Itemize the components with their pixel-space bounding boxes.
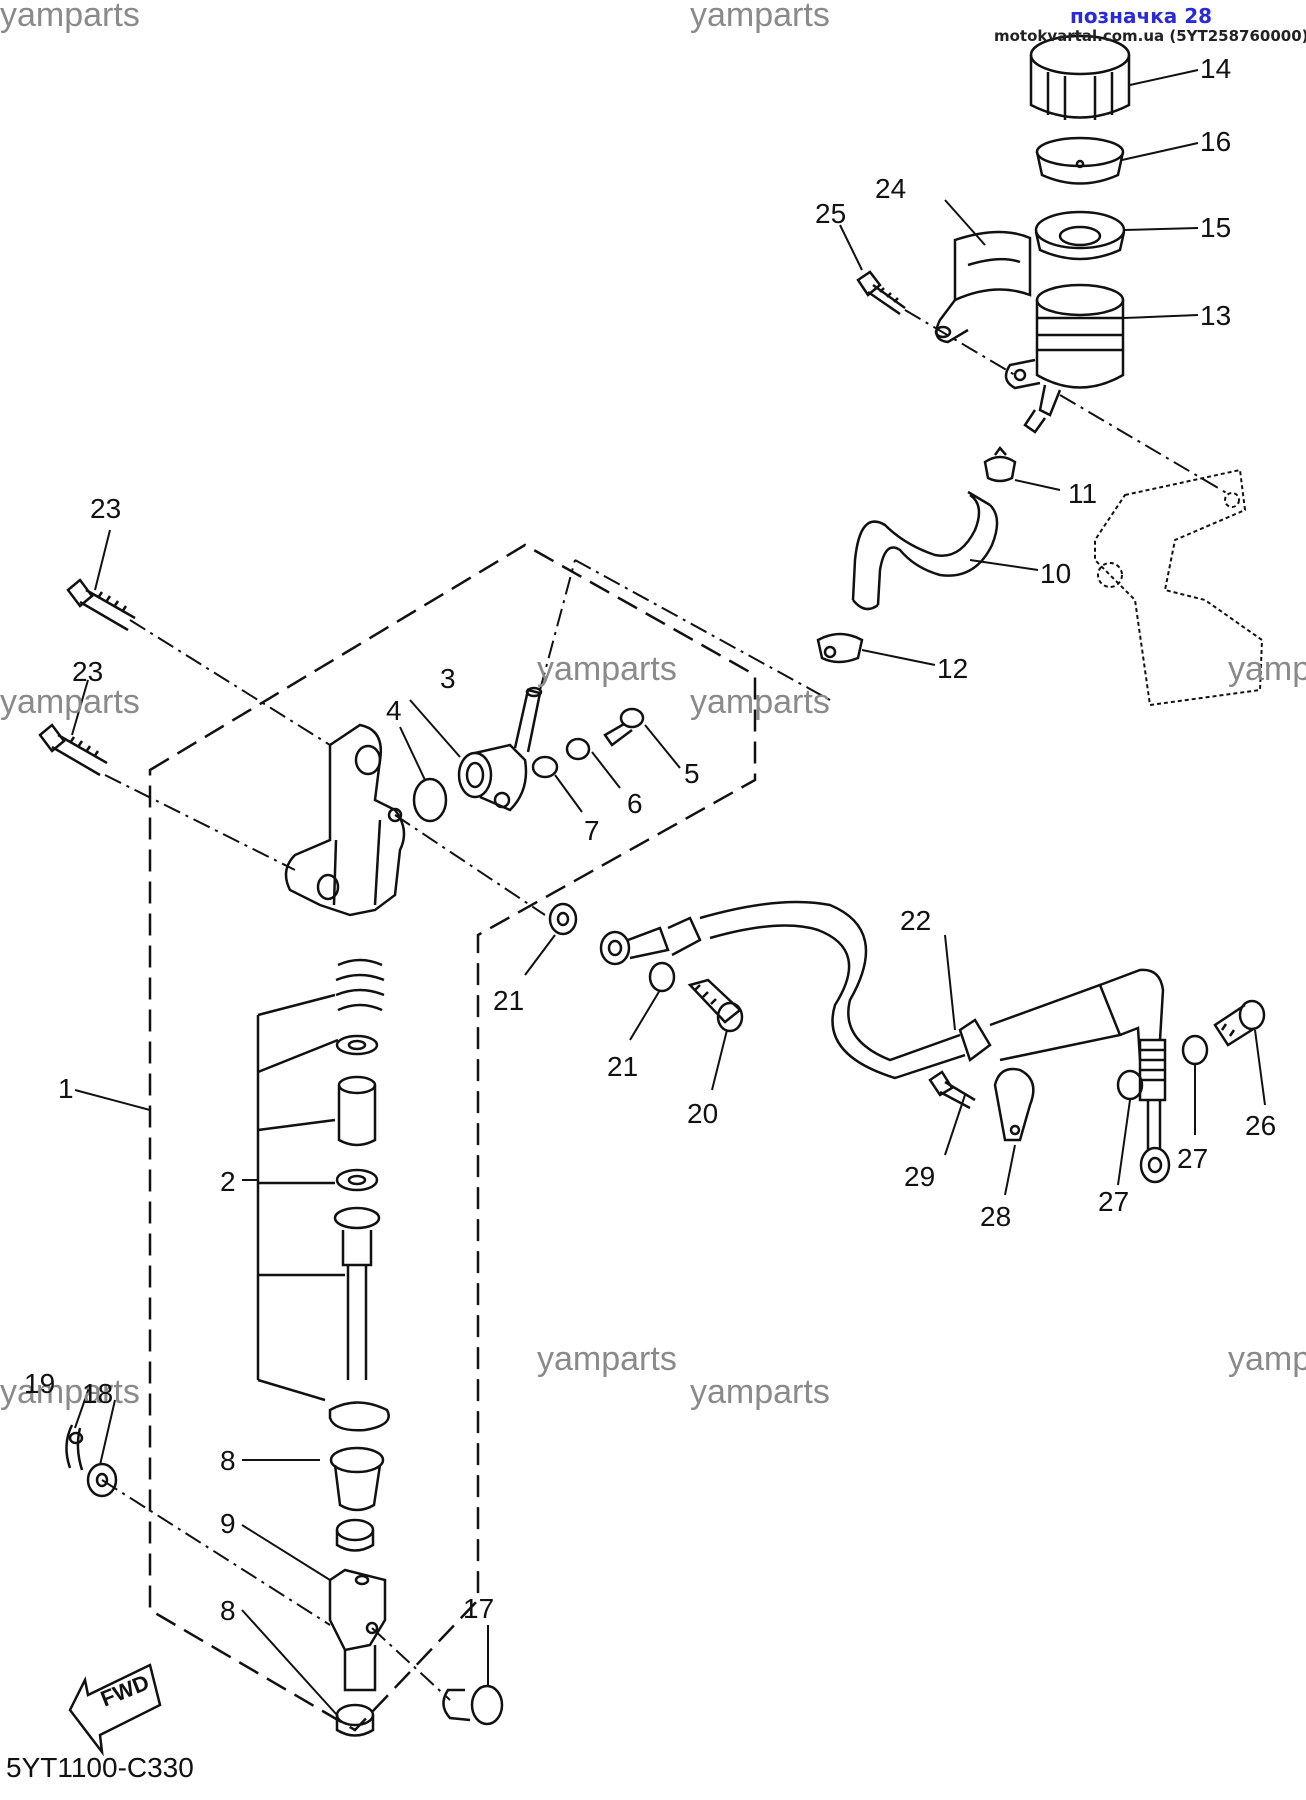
callout-27-b: 27 [1177, 1143, 1209, 1174]
callout-4: 4 [386, 695, 402, 726]
callout-8-upper: 8 [220, 1445, 236, 1476]
callout-17: 17 [463, 1593, 495, 1624]
frame-bracket [1094, 468, 1264, 707]
callout-16: 16 [1200, 126, 1232, 157]
watermark: yamparts [690, 0, 830, 34]
watermark: yamparts [690, 1373, 830, 1411]
callout-26: 26 [1245, 1110, 1277, 1141]
callout-18: 18 [82, 1378, 114, 1409]
part-27-washer-a [1116, 1069, 1144, 1101]
part-14-reservoir-cap [1029, 34, 1131, 120]
watermark: yamparts [537, 650, 677, 688]
part-15-diaphragm [1034, 210, 1126, 261]
part-27-washer-b [1181, 1034, 1209, 1066]
part-10-hose [851, 490, 999, 611]
callout-5: 5 [684, 758, 700, 789]
callout-21-upper: 21 [493, 985, 525, 1016]
part-5-screw [603, 707, 645, 747]
callout-15: 15 [1200, 212, 1232, 243]
callout-22: 22 [900, 905, 932, 936]
part-19-cotter-pin [65, 1424, 84, 1471]
part-9-clevis [328, 1568, 387, 1692]
callout-28: 28 [980, 1201, 1012, 1232]
part-13-reservoir [1004, 283, 1125, 434]
callout-7: 7 [584, 815, 600, 846]
tag-title: позначка 28 [1070, 4, 1213, 28]
part-6-washer [565, 737, 591, 761]
part-26-union-bolt [1213, 999, 1266, 1047]
callout-23-upper: 23 [90, 493, 122, 524]
part-3-union [457, 686, 543, 812]
part-16-plate [1035, 136, 1125, 185]
part-20-union-bolt [687, 978, 744, 1033]
part-28-hose-holder [993, 1067, 1035, 1142]
part-4-o-ring [412, 777, 448, 823]
callout-12: 12 [937, 653, 969, 684]
assembly-outline [148, 543, 757, 1732]
part-21-washer-lower [648, 961, 676, 993]
callout-23-lower: 23 [72, 656, 104, 687]
callout-10: 10 [1040, 558, 1072, 589]
callout-1: 1 [58, 1073, 74, 1104]
diagram-code: 5YT1100-C330 [6, 1752, 194, 1783]
part-22-brake-hose [599, 900, 1171, 1184]
part-1-master-cylinder-body [284, 723, 406, 917]
watermark: yamparts [1228, 650, 1306, 688]
callout-3: 3 [440, 663, 456, 694]
watermark: yamparts [1228, 1340, 1306, 1378]
part-11-clamp [983, 445, 1017, 483]
part-29-bolt [928, 1070, 976, 1110]
callout-6: 6 [627, 788, 643, 819]
watermark: yamparts [0, 0, 140, 34]
watermark: yamparts [690, 683, 830, 721]
watermark: yamparts [0, 1373, 140, 1411]
part-2-piston-kit [256, 958, 390, 1512]
callout-19: 19 [24, 1368, 56, 1399]
callout-21-lower: 21 [607, 1051, 639, 1082]
part-8-nut-upper [335, 1518, 375, 1552]
watermark: yamparts [537, 1340, 677, 1378]
part-24-bracket [934, 230, 1032, 344]
callout-14: 14 [1200, 53, 1232, 84]
part-18-washer [86, 1462, 118, 1498]
part-21-washer-upper [548, 902, 578, 936]
part-25-bolt [856, 270, 906, 316]
callout-13: 13 [1200, 300, 1232, 331]
part-7-washer [531, 755, 559, 779]
callout-11: 11 [1068, 478, 1098, 509]
callout-20: 20 [687, 1098, 719, 1129]
callout-24: 24 [875, 173, 907, 204]
part-23-bolt-lower [38, 723, 108, 777]
callout-8-lower: 8 [220, 1595, 236, 1626]
callout-2: 2 [220, 1166, 236, 1197]
fwd-arrow [68, 1663, 162, 1757]
callout-9: 9 [220, 1508, 236, 1539]
tag-subtitle: motokvartal.com.ua (5YT258760000) [994, 27, 1306, 45]
callout-29: 29 [904, 1161, 936, 1192]
part-23-bolt-upper [66, 578, 136, 632]
watermark: yamparts [0, 683, 140, 721]
callout-25: 25 [815, 198, 847, 229]
part-17-pin [442, 1684, 504, 1726]
part-12-clamp [816, 632, 864, 664]
callout-27-a: 27 [1098, 1186, 1130, 1217]
